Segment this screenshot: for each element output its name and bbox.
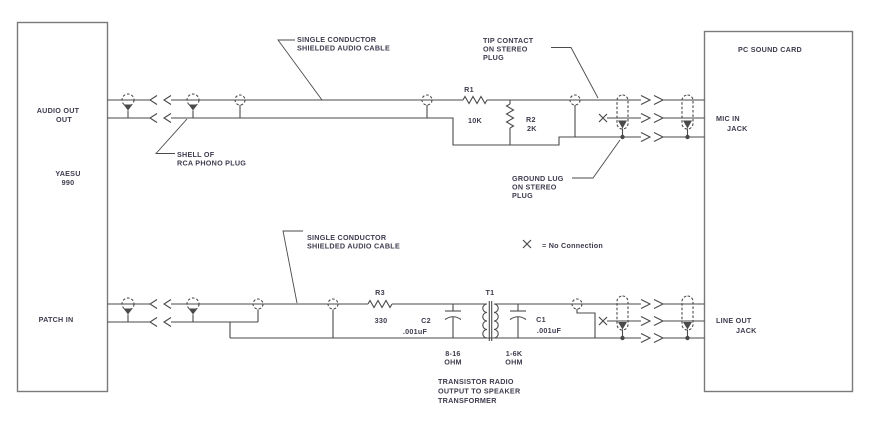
resistor-r1-symbol: [462, 95, 488, 105]
leader-tip-contact: [551, 47, 599, 99]
shield-circle-icon: [571, 298, 583, 310]
tip-contact-label-line1: TIP CONTACT: [483, 36, 534, 45]
mic-shield-wire-seg2: [171, 117, 641, 146]
mic-in-label-line1: MIC IN: [716, 114, 740, 123]
ground-lug-label-line3: PLUG: [512, 191, 533, 200]
c2-ref: C2: [421, 316, 431, 325]
leader-top-cable: [277, 39, 323, 101]
left-arrows-mic-signal: [148, 95, 172, 105]
mic-circuit-wires: [107, 95, 705, 146]
ground-junction-dot: [620, 335, 625, 341]
cable-shield-symbols: [234, 94, 583, 310]
tip-contact-label-line2: ON STEREO: [483, 45, 528, 54]
shield-circle-icon: [327, 298, 339, 310]
pc-box-outline: [703, 30, 854, 393]
resistor-r3-symbol: [367, 299, 393, 309]
cable-direction-arrows: [148, 95, 665, 343]
patch-in-label: PATCH IN: [39, 315, 74, 324]
audio-out-label-line2: OUT: [56, 115, 72, 124]
yaesu-radio-box: AUDIO OUT OUT YAESU 990 PATCH IN: [16, 21, 109, 393]
r1-ref: R1: [464, 85, 474, 94]
ground-junction-dot: [685, 134, 690, 140]
bottom-cable-label-line2: SHIELDED AUDIO CABLE: [307, 242, 400, 251]
shield-circle-icon: [569, 94, 581, 106]
c1-ref: C1: [536, 315, 546, 324]
left-arrows-patch-signal: [148, 299, 172, 309]
right-arrows-lineout-tip: [640, 299, 665, 309]
legend-no-connection-text: = No Connection: [542, 241, 603, 250]
capacitor-c2-symbol: [444, 304, 462, 338]
stereo-plug-icon: [616, 94, 629, 130]
leader-shell: [154, 118, 188, 154]
annotations: SINGLE CONDUCTOR SHIELDED AUDIO CABLE SH…: [177, 35, 603, 405]
shield-circle-icon: [421, 94, 433, 106]
lineout-circuit-wires: [107, 299, 705, 341]
primary-impedance-line2: OHM: [444, 358, 462, 367]
line-out-label-line2: JACK: [736, 326, 757, 335]
legend-x-icon: [522, 239, 532, 249]
no-connection-x-icon: [598, 316, 608, 326]
transformer-note-line3: TRANSFORMER: [438, 396, 497, 405]
stereo-plug-icon: [616, 295, 629, 331]
r3-value: 330: [375, 316, 388, 325]
secondary-impedance-line2: OHM: [505, 358, 523, 367]
rca-phono-plug-symbols: [121, 93, 200, 322]
ground-junction-dot: [685, 335, 690, 341]
top-cable-label-line2: SHIELDED AUDIO CABLE: [297, 44, 390, 53]
no-connection-marks: [598, 113, 608, 326]
pc-sound-card-title: PC SOUND CARD: [738, 45, 802, 54]
right-arrows-lineout-ground: [640, 333, 665, 343]
r2-ref: R2: [526, 115, 536, 124]
stereo-plug-icon: [681, 94, 694, 130]
yaesu-box-outline: [16, 21, 109, 393]
ground-junction-dot: [620, 134, 625, 140]
top-cable-label-line1: SINGLE CONDUCTOR: [297, 35, 377, 44]
transformer-note-line1: TRANSISTOR RADIO: [438, 377, 514, 386]
component-labels: R1 10K R2 2K R3 330 T1 C2 .001uF C1 .001…: [375, 85, 562, 336]
shell-label-line2: RCA PHONO PLUG: [177, 159, 246, 168]
shield-circle-icon: [234, 94, 246, 106]
leader-bottom-cable: [282, 230, 303, 304]
right-arrows-mic-tip: [640, 95, 665, 105]
shield-tap-6: [576, 309, 596, 338]
annotation-leaders: [154, 39, 621, 304]
bottom-cable-label-line1: SINGLE CONDUCTOR: [307, 233, 387, 242]
resistor-r2-symbol: [505, 103, 515, 129]
yaesu-name-line2: 990: [62, 178, 75, 187]
c2-value: .001uF: [403, 327, 428, 336]
t1-secondary-winding: [493, 303, 499, 339]
left-arrows-mic-shield: [148, 113, 172, 123]
stereo-plug-icon: [681, 295, 694, 331]
primary-impedance-line1: 8-16: [445, 349, 460, 358]
capacitor-c1-symbol: [509, 304, 527, 338]
leader-ground-lug: [572, 139, 621, 179]
shell-label-line1: SHELL OF: [177, 150, 215, 159]
shield-circle-icon: [252, 298, 264, 310]
transformer-t1-symbol: [482, 301, 499, 341]
right-arrows-mic-ring: [640, 113, 665, 123]
pc-sound-card-box: PC SOUND CARD MIC IN JACK LINE OUT JACK: [703, 30, 854, 393]
ground-lug-label-line1: GROUND LUG: [512, 174, 564, 183]
c1-value: .001uF: [537, 326, 562, 335]
left-arrows-patch-shield: [148, 317, 172, 327]
yaesu-name-line1: YAESU: [55, 169, 80, 178]
no-connection-x-icon: [598, 113, 608, 123]
r1-value: 10K: [468, 116, 482, 125]
t1-primary-winding: [482, 303, 488, 339]
right-arrows-lineout-ring: [640, 316, 665, 326]
line-out-label-line1: LINE OUT: [716, 316, 752, 325]
secondary-impedance-line1: 1-6K: [506, 349, 523, 358]
stereo-plug-symbols: [616, 94, 694, 341]
mic-in-label-line2: JACK: [727, 124, 748, 133]
tip-contact-label-line3: PLUG: [483, 53, 504, 62]
right-arrows-mic-ground: [640, 132, 665, 142]
r3-ref: R3: [375, 288, 385, 297]
audio-out-label-line1: AUDIO OUT: [37, 106, 80, 115]
t1-ref: T1: [486, 288, 495, 297]
transformer-note-line2: OUTPUT TO SPEAKER: [438, 387, 521, 396]
r2-value: 2K: [527, 124, 537, 133]
ground-lug-label-line2: ON STEREO: [512, 183, 557, 192]
